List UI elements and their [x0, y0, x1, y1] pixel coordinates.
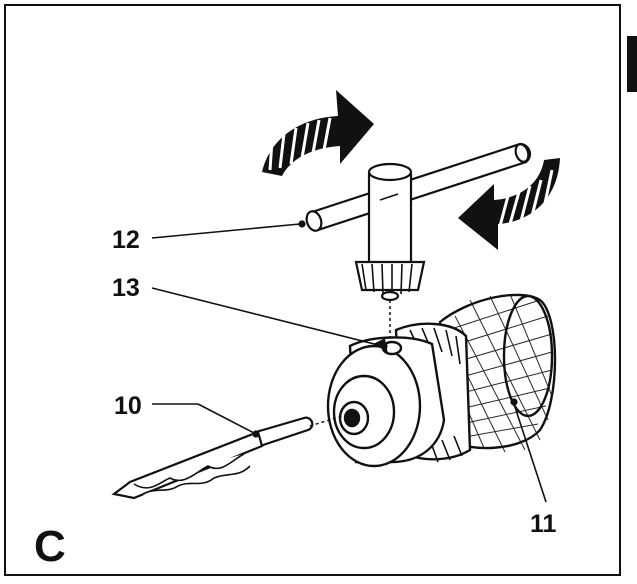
chuck-key — [305, 142, 532, 346]
callout-13: 13 — [112, 274, 140, 302]
rotation-arrow-cw-icon — [262, 90, 374, 176]
leader-lines — [151, 220, 547, 503]
panel-letter: C — [34, 522, 66, 571]
drill-chuck — [326, 293, 557, 468]
rotation-arrow-ccw-icon — [458, 158, 560, 250]
page-side-tab — [627, 36, 637, 92]
drill-bit — [111, 415, 343, 500]
figure-frame — [4, 4, 621, 576]
callout-12: 12 — [112, 226, 140, 254]
callout-11: 11 — [530, 510, 557, 538]
callout-10: 10 — [114, 392, 142, 420]
